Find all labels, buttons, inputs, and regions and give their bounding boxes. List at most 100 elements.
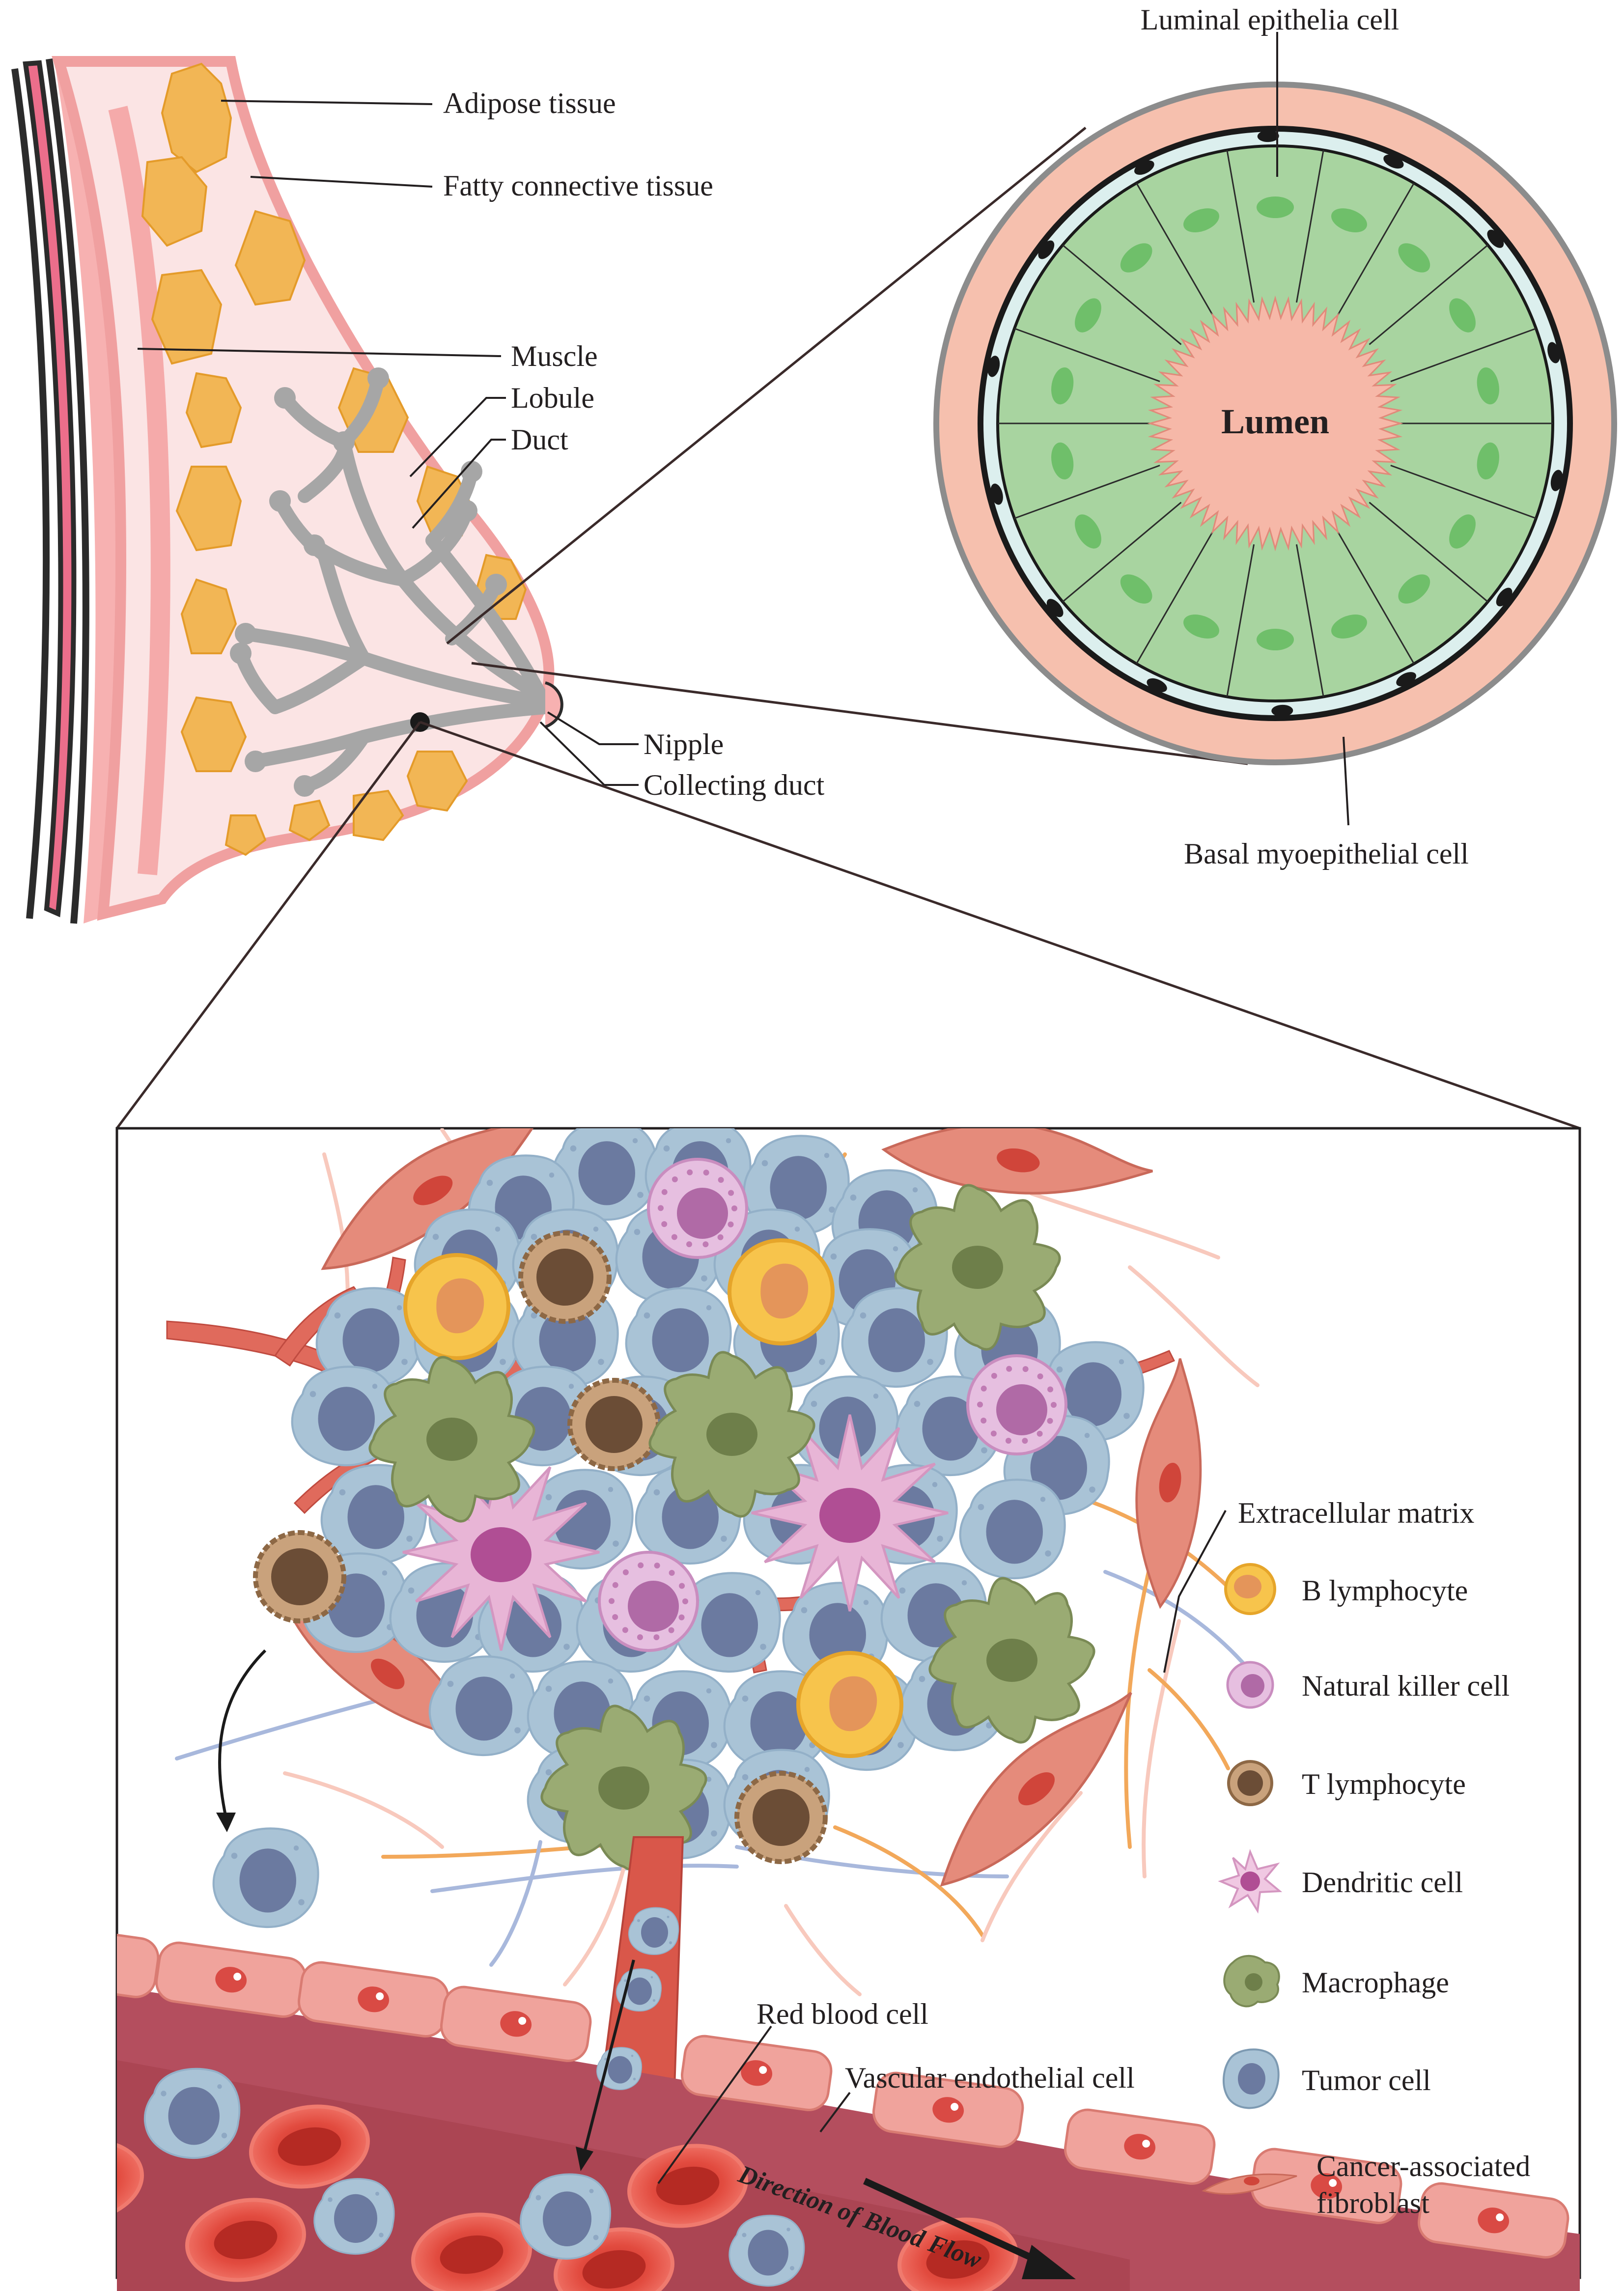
tumor-microenvironment: Direction of Blood Flow Extracellular ma… (115, 1127, 1581, 2291)
t-lymphocyte (518, 1230, 612, 1324)
cell-wall (1295, 150, 1324, 303)
fibroblast (321, 1128, 544, 1270)
b-lymphocyte (796, 1651, 903, 1758)
endothelial-cell (1064, 2108, 1216, 2185)
cell-wall (1390, 328, 1537, 382)
legend-label: Dendritic cell (1302, 1866, 1463, 1899)
t-lymphocyte (253, 1530, 346, 1623)
endothelial-cell (117, 1922, 160, 1998)
legend-label: Tumor cell (1302, 2064, 1431, 2096)
metastasis-arrow (218, 1649, 267, 1818)
epithelial-nucleus (1477, 442, 1499, 480)
epithelial-nucleus (1120, 574, 1152, 604)
legend-label: Natural killer cell (1302, 1670, 1510, 1702)
tumor-cell (315, 1287, 422, 1388)
cell-wall (1390, 465, 1537, 519)
legend-label: B lymphocyte (1302, 1574, 1468, 1607)
fibroblast (1135, 1358, 1202, 1609)
b-lymphocyte (403, 1253, 510, 1360)
epithelial-nucleus (1449, 514, 1476, 549)
red-blood-cell (627, 2144, 748, 2228)
endothelial-cell (155, 1941, 307, 2018)
tme-leader-lines (657, 1510, 1227, 2184)
label-nipple: Nipple (644, 728, 724, 760)
epithelial-nucleus (1257, 196, 1294, 218)
basal-nucleus (1550, 470, 1563, 491)
red-blood-cell (117, 2139, 144, 2223)
tumor-cell (625, 1287, 732, 1388)
label-duct: Duct (511, 423, 568, 456)
fibroblast (940, 1692, 1132, 1887)
endothelial-cell (872, 2071, 1024, 2148)
label-red-blood-cell: Red blood cell (756, 1998, 928, 2030)
label-lumen: Lumen (1221, 402, 1329, 441)
label-luminal-epithelia-cell: Luminal epithelia cell (1141, 3, 1399, 36)
natural-killer-cell (647, 1158, 748, 1259)
epithelial-nucleus (1477, 367, 1499, 405)
label-extracellular-matrix: Extracellular matrix (1238, 1497, 1474, 1529)
label-vascular-endothelial-cell: Vascular endothelial cell (845, 2062, 1135, 2094)
legend-item-dendritic-cell: Dendritic cell (1218, 1849, 1463, 1914)
tumor-cell (959, 1479, 1066, 1580)
red-blood-cell (411, 2212, 532, 2291)
macrophage (894, 1184, 1061, 1351)
vascular-endothelium (117, 1922, 1569, 2259)
cell-wall (1014, 465, 1160, 519)
immune-cells (253, 1158, 1095, 1872)
basal-nucleus (1487, 229, 1504, 248)
macrophage (648, 1351, 815, 1518)
basal-nucleus (1496, 587, 1512, 607)
chest-wall (23, 60, 77, 918)
cell-wall (1369, 502, 1488, 603)
epithelial-nucleus (1398, 574, 1430, 604)
cell-wall (1136, 182, 1215, 318)
basal-nucleus (990, 483, 1003, 505)
legend-item-natural-killer-cell: Natural killer cell (1226, 1661, 1510, 1709)
epithelial-nucleus (1331, 615, 1367, 639)
basal-nuclei (987, 130, 1563, 717)
legend-item-tumor-cell: Tumor cell (1222, 2048, 1431, 2109)
basal-nucleus (1396, 672, 1416, 687)
cell-wall (1226, 544, 1255, 697)
cell-wall (1336, 529, 1415, 665)
cell-wall (1226, 150, 1255, 303)
cell-wall (1062, 502, 1182, 603)
label-basal-myoepithelial-cell: Basal myoepithelial cell (1184, 838, 1469, 870)
dendritic-cell (402, 1453, 600, 1651)
epithelial-nucleus (1075, 298, 1101, 333)
epithelial-nucleus (1257, 629, 1294, 650)
red-blood-cell (249, 2104, 370, 2189)
basal-nucleus (1383, 154, 1404, 169)
cell-wall (1336, 182, 1415, 318)
basal-nucleus (1257, 130, 1279, 142)
intravasation-arrow (583, 1959, 635, 2152)
cell-wall (1014, 328, 1160, 382)
t-lymphocyte (567, 1378, 661, 1471)
natural-killer-cell (598, 1551, 699, 1652)
basal-nucleus (1038, 240, 1055, 259)
epithelial-nucleus (1120, 243, 1152, 273)
label-muscle: Muscle (511, 340, 598, 372)
circulating-tumor-cell (313, 2178, 395, 2255)
circulating-tumor-cell (520, 2173, 612, 2260)
epithelial-nucleus (1331, 208, 1367, 232)
breast-leader-lines (137, 100, 639, 786)
basal-nucleus (1147, 678, 1167, 693)
basal-nucleus (1134, 160, 1154, 175)
label-adipose-tissue: Adipose tissue (443, 87, 616, 119)
tumor-cell (551, 1128, 658, 1221)
legend-item-t-lymphocyte: T lymphocyte (1227, 1760, 1466, 1806)
endothelial-cell (1417, 2182, 1569, 2259)
t-lymphocyte (734, 1771, 828, 1864)
cell-wall (1136, 529, 1215, 665)
macrophage (928, 1577, 1095, 1744)
basal-nucleus (1547, 342, 1560, 363)
legend-label: Macrophage (1302, 1966, 1449, 1999)
epithelial-nucleus (1051, 367, 1074, 405)
macrophage (368, 1356, 535, 1523)
epithelial-nucleus (1449, 298, 1476, 333)
tumor-cell (428, 1655, 535, 1757)
epithelial-nucleus (1051, 442, 1074, 480)
endothelial-cell (440, 1985, 592, 2062)
